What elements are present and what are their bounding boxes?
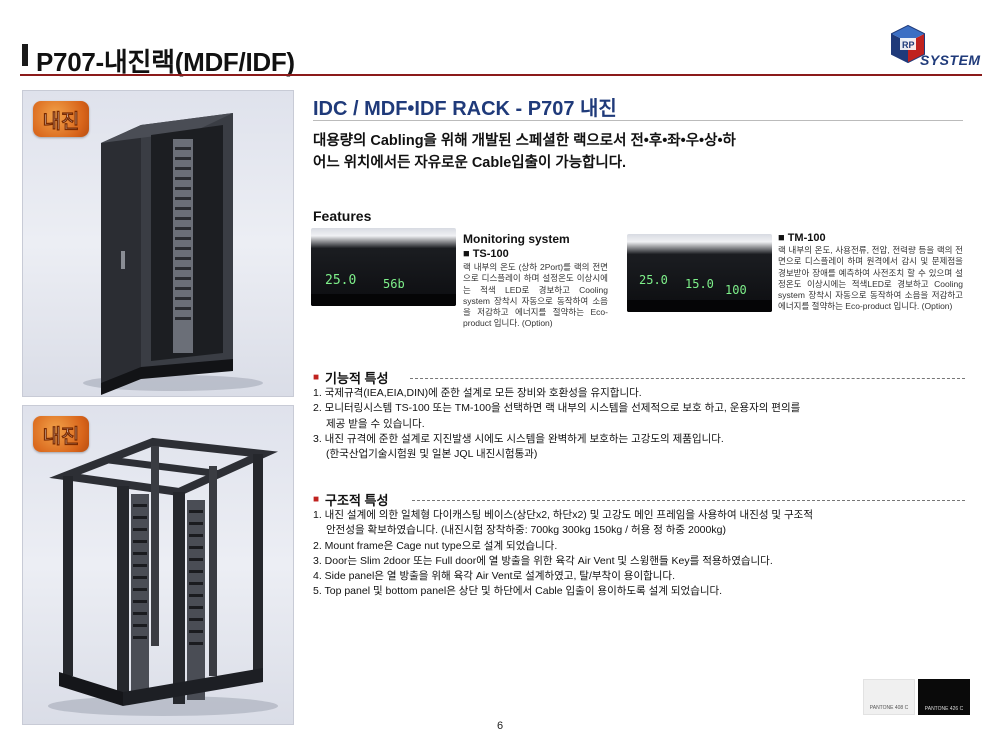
section-divider [410, 378, 965, 379]
functional-features-list: 1. 국제규격(IEA,EIA,DIN)에 준한 설계로 모든 장비와 호환성을… [313, 386, 800, 462]
list-item: 2. 모니터링시스템 TS-100 또는 TM-100을 선택하면 랙 내부의 … [313, 402, 801, 415]
svg-text:RP: RP [902, 40, 915, 50]
section-title: 기능적 특성 [325, 371, 389, 386]
seismic-badge: 내진 [33, 416, 89, 452]
ts100-readout-left: 25.0 [325, 273, 356, 288]
list-item: 5. Top panel 및 bottom panel은 상단 및 하단에서 C… [313, 585, 723, 598]
page-number: 6 [496, 720, 504, 732]
color-swatch-dark: PANTONE 426 C [918, 679, 970, 715]
section-title: 구조적 특성 [325, 493, 389, 508]
list-item: 2. Mount frame은 Cage nut type으로 설계 되었습니다… [313, 539, 558, 552]
section-divider [412, 500, 965, 501]
features-heading: Features [313, 208, 372, 224]
product-intro: 대용량의 Cabling을 위해 개발된 스페셜한 랙으로서 전•후•좌•우•상… [313, 130, 736, 174]
tm100-readout-left: 25.0 [639, 273, 668, 287]
intro-line: 대용량의 Cabling을 위해 개발된 스페셜한 랙으로서 전•후•좌•우•상… [313, 133, 736, 149]
structural-features-list: 1. 내진 설계에 의한 일체형 다이캐스팅 베이스(상단x2, 하단x2) 및… [313, 508, 813, 600]
list-item: 제공 받을 수 있습니다. [326, 417, 425, 430]
rack-photo-open: 내진 [22, 405, 294, 725]
heading-divider [313, 120, 963, 121]
company-logo: RP [891, 24, 925, 64]
ts100-title: ■ TS-100 [463, 248, 509, 260]
rack-open-image [48, 437, 278, 716]
tm100-readout-right: 100 [725, 283, 747, 297]
ts100-readout-right: 56b [383, 277, 405, 291]
ts100-description: 랙 내부의 온도 (상하 2Port)를 랙의 전면으로 디스플레이 하며 설정… [463, 262, 608, 329]
bullet-icon: ■ [313, 494, 320, 505]
color-swatch-light: PANTONE 408 C [863, 679, 915, 715]
list-item: 1. 내진 설계에 의한 일체형 다이캐스팅 베이스(상단x2, 하단x2) 및… [313, 509, 813, 521]
list-item: 3. 내진 규격에 준한 설계로 지진발생 시에도 시스템을 완벽하게 보호하는… [313, 432, 724, 445]
tm100-display-image: 25.0 15.0 100 [627, 234, 772, 312]
title-divider [20, 74, 982, 76]
list-item: 안전성을 확보하였습니다. (내진시험 장착하중: 700kg 300kg 15… [326, 524, 726, 537]
ts100-display-image: 25.0 56b [311, 228, 456, 306]
intro-line: 어느 위치에서든 자유로운 Cable입출이 가능합니다. [313, 155, 627, 171]
bullet-icon: ■ [313, 372, 320, 383]
product-heading: IDC / MDF•IDF RACK - P707 내진 [313, 98, 617, 120]
tm100-description: 랙 내부의 온도, 사용전류, 전압, 전력량 등을 랙의 전면으로 디스플레이… [778, 245, 963, 312]
logo-text: SYSTEM [920, 52, 981, 68]
list-item: 3. Door는 Slim 2door 또는 Full door에 열 방출을 … [313, 554, 773, 567]
list-item: 4. Side panel은 열 방출을 위해 육각 Air Vent로 설계하… [313, 570, 675, 583]
seismic-badge: 내진 [33, 101, 89, 137]
tm100-title: ■ TM-100 [778, 232, 826, 244]
structural-features-heading: ■ 구조적 특성 [313, 490, 388, 509]
rack-photo-closed: 내진 [22, 90, 294, 397]
list-item: 1. 국제규격(IEA,EIA,DIN)에 준한 설계로 모든 장비와 호환성을… [313, 387, 642, 399]
rack-closed-image [83, 113, 263, 395]
tm100-readout-mid: 15.0 [685, 277, 714, 291]
title-accent-bar [22, 44, 28, 66]
list-item: (한국산업기술시험원 및 일본 JQL 내진시험통과) [326, 448, 538, 461]
functional-features-heading: ■ 기능적 특성 [313, 368, 388, 387]
page-title: P707-내진랙(MDF/IDF) [36, 47, 295, 77]
monitoring-system-title: Monitoring system [463, 232, 570, 246]
